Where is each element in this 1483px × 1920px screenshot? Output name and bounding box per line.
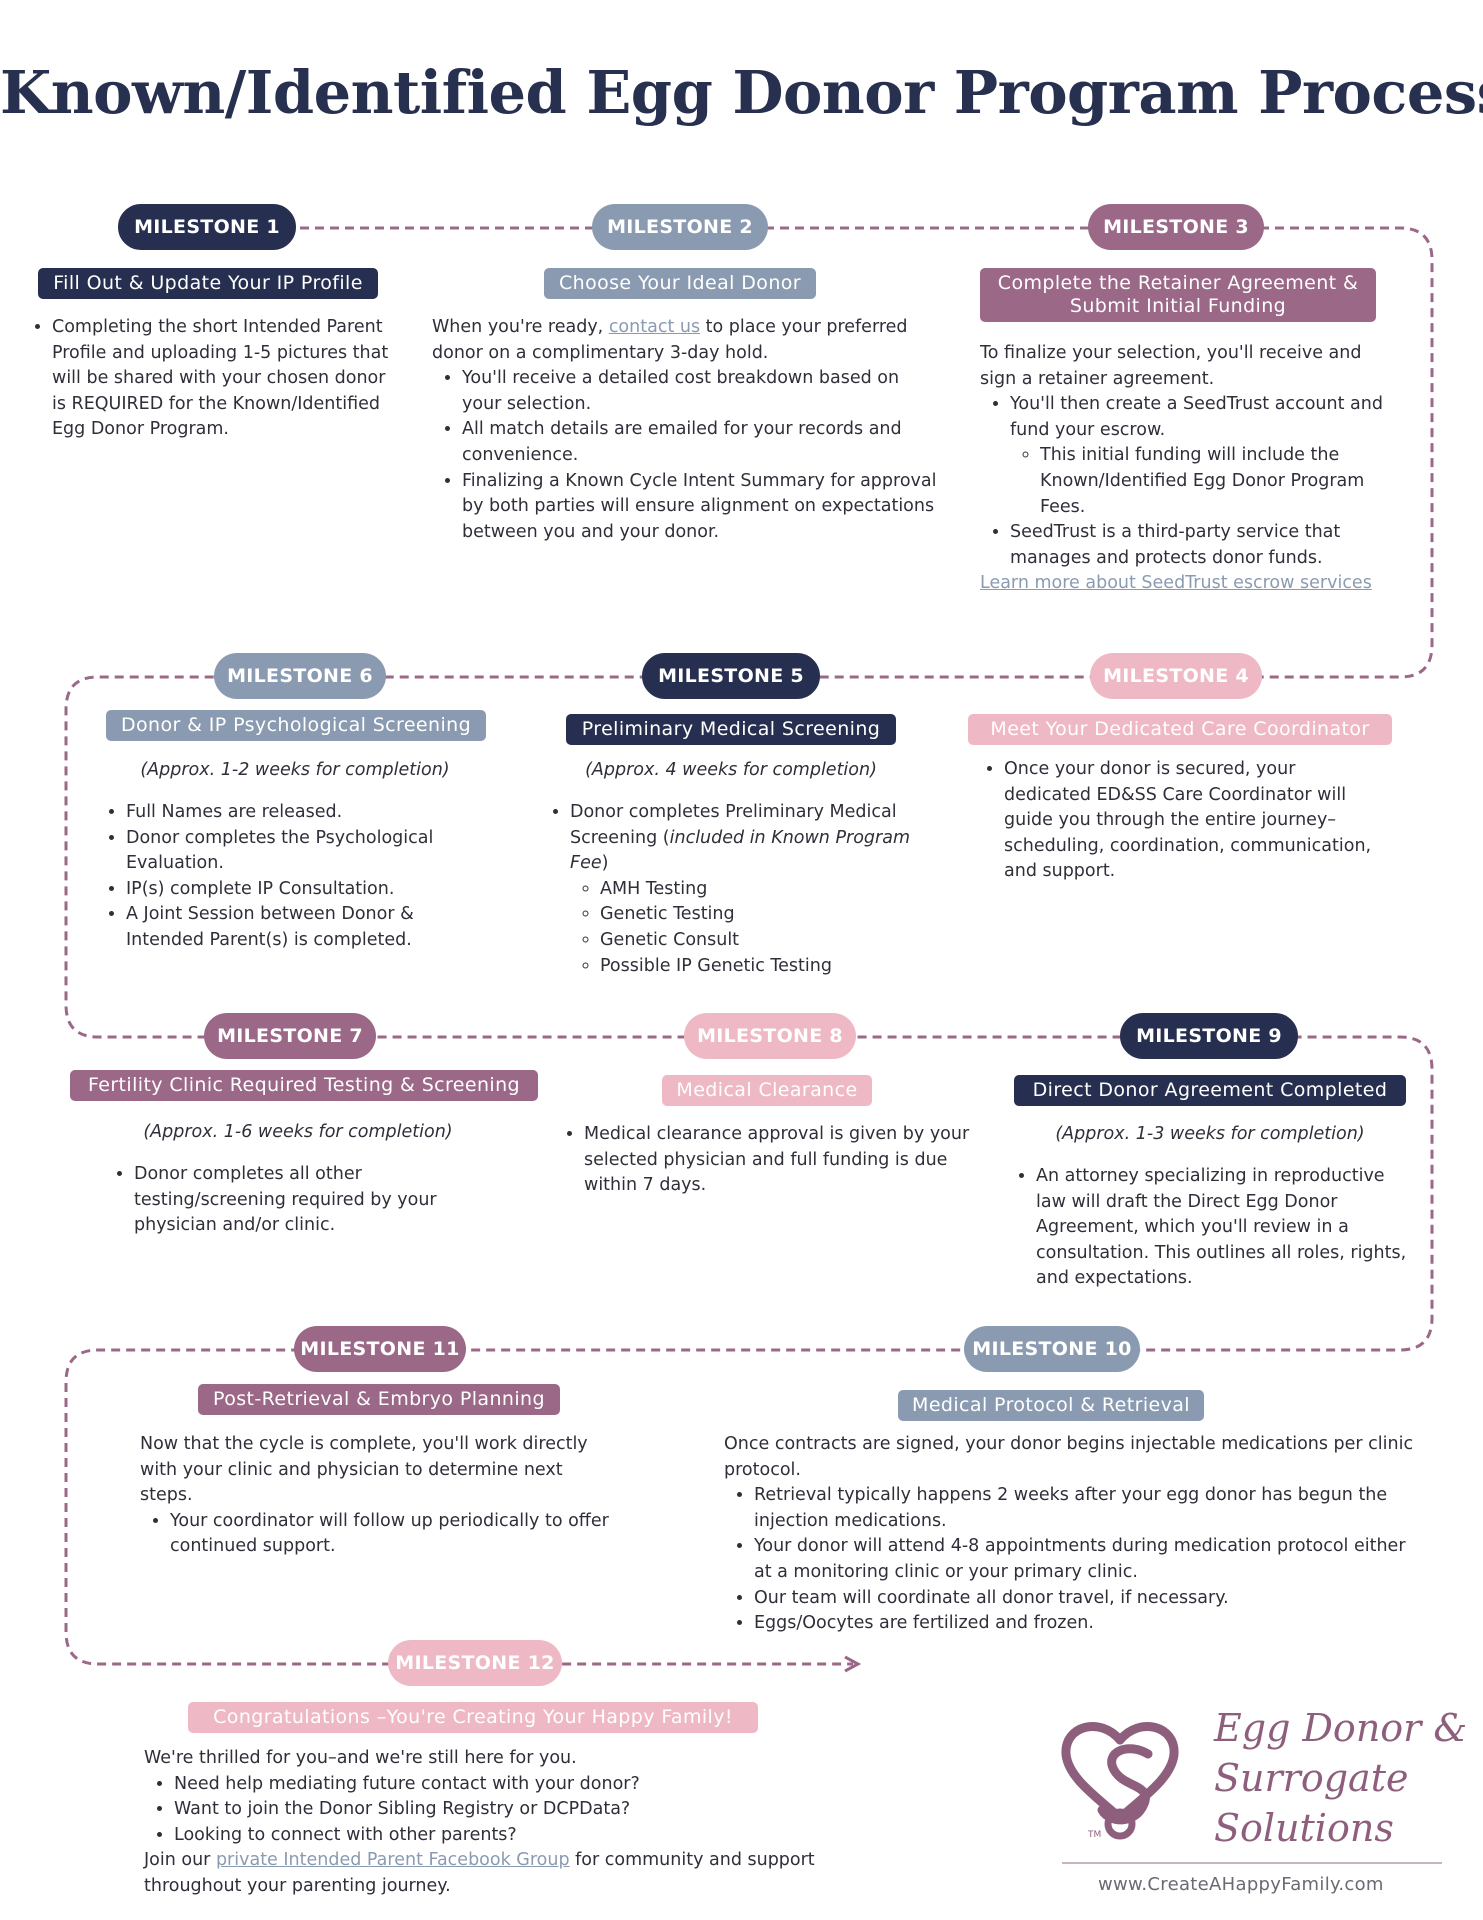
contact-us-link[interactable]: contact us (608, 317, 701, 337)
milestone-7-tag: Fertility Clinic Required Testing & Scre… (70, 1070, 538, 1101)
list-subitem: This initial funding will include the Kn… (1040, 443, 1400, 520)
milestone-6-time: (Approx. 1-2 weeks for completion) (140, 760, 450, 780)
list-subitem: Genetic Consult (600, 928, 940, 954)
list-item: You'll receive a detailed cost breakdown… (462, 366, 942, 417)
milestone-1-body: Completing the short Intended Parent Pro… (22, 315, 392, 443)
milestone-2-intro: When you're ready, contact us to place y… (432, 317, 908, 363)
milestone-5-pill: MILESTONE 5 (642, 653, 820, 699)
milestone-8-pill: MILESTONE 8 (684, 1013, 856, 1059)
milestone-7-time: (Approx. 1-6 weeks for completion) (143, 1122, 453, 1142)
milestone-3-pill: MILESTONE 3 (1088, 204, 1264, 250)
logo-line-2: Surrogate (1214, 1756, 1409, 1800)
connector-arrowhead (844, 1655, 862, 1673)
list-item: IP(s) complete IP Consultation. (126, 877, 486, 903)
milestone-12-intro: We're thrilled for you–and we're still h… (144, 1748, 577, 1768)
milestone-2-tag: Choose Your Ideal Donor (544, 268, 816, 299)
milestone-11-intro: Now that the cycle is complete, you'll w… (140, 1434, 588, 1506)
list-item: Looking to connect with other parents? (174, 1823, 824, 1849)
list-subitem: Possible IP Genetic Testing (600, 954, 940, 980)
list-item: Donor completes the Psychological Evalua… (126, 826, 486, 877)
list-item: Want to join the Donor Sibling Registry … (174, 1797, 824, 1823)
milestone-5-time: (Approx. 4 weeks for completion) (585, 760, 877, 780)
milestone-2-body: When you're ready, contact us to place y… (432, 315, 942, 545)
milestone-9-pill: MILESTONE 9 (1120, 1013, 1298, 1059)
milestone-10-body: Once contracts are signed, your donor be… (724, 1432, 1414, 1637)
milestone-7-pill: MILESTONE 7 (204, 1013, 376, 1059)
list-item: A Joint Session between Donor & Intended… (126, 902, 486, 953)
milestone-9-tag: Direct Donor Agreement Completed (1014, 1075, 1406, 1106)
list-item: An attorney specializing in reproductive… (1036, 1164, 1416, 1292)
list-item: Donor completes all other testing/screen… (134, 1162, 494, 1239)
milestone-9-time: (Approx. 1-3 weeks for completion) (1055, 1124, 1365, 1144)
website-url[interactable]: www.CreateAHappyFamily.com (1098, 1874, 1384, 1895)
logo-line-1: Egg Donor & (1214, 1706, 1468, 1750)
list-item: Your donor will attend 4-8 appointments … (754, 1534, 1414, 1585)
list-item: All match details are emailed for your r… (462, 417, 942, 468)
list-item: You'll then create a SeedTrust account a… (1010, 392, 1400, 520)
logo-divider (1062, 1862, 1442, 1864)
list-item: Our team will coordinate all donor trave… (754, 1586, 1414, 1612)
milestone-8-tag: Medical Clearance (662, 1075, 872, 1106)
list-subitem: Genetic Testing (600, 902, 940, 928)
milestone-7-body: Donor completes all other testing/screen… (104, 1162, 494, 1239)
list-item: Need help mediating future contact with … (174, 1772, 824, 1798)
milestone-1-pill: MILESTONE 1 (118, 204, 296, 250)
milestone-5-tag: Preliminary Medical Screening (566, 714, 896, 745)
milestone-4-tag: Meet Your Dedicated Care Coordinator (968, 714, 1392, 745)
milestone-3-intro: To finalize your selection, you'll recei… (980, 343, 1362, 389)
facebook-group-link[interactable]: private Intended Parent Facebook Group (215, 1850, 570, 1871)
milestone-4-pill: MILESTONE 4 (1090, 653, 1262, 699)
milestone-6-tag: Donor & IP Psychological Screening (106, 710, 486, 741)
list-item: SeedTrust is a third-party service that … (1010, 520, 1400, 571)
milestone-8-body: Medical clearance approval is given by y… (554, 1122, 974, 1199)
milestone-11-body: Now that the cycle is complete, you'll w… (140, 1432, 620, 1560)
trademark-mark: TM (1087, 1830, 1101, 1840)
milestone-10-pill: MILESTONE 10 (964, 1326, 1140, 1372)
milestone-12-outro: Join our private Intended Parent Faceboo… (144, 1850, 815, 1896)
milestone-3-tag: Complete the Retainer Agreement & Submit… (980, 268, 1376, 322)
milestone-2-pill: MILESTONE 2 (592, 204, 768, 250)
connector-m1-m3 (64, 226, 1434, 1666)
logo-line-3: Solutions (1214, 1806, 1394, 1850)
list-item: Eggs/Oocytes are fertilized and frozen. (754, 1611, 1414, 1637)
page-title: Known/Identified Egg Donor Program Proce… (0, 58, 1483, 127)
milestone-11-pill: MILESTONE 11 (294, 1326, 466, 1372)
milestone-6-pill: MILESTONE 6 (214, 653, 386, 699)
milestone-10-intro: Once contracts are signed, your donor be… (724, 1434, 1414, 1480)
list-item: Retrieval typically happens 2 weeks afte… (754, 1483, 1414, 1534)
milestone-5-body: Donor completes Preliminary Medical Scre… (540, 800, 940, 979)
milestone-12-tag: Congratulations –You're Creating Your Ha… (188, 1702, 758, 1733)
milestone-4-body: Once your donor is secured, your dedicat… (974, 757, 1384, 885)
list-subitem: AMH Testing (600, 877, 940, 903)
list-item: Once your donor is secured, your dedicat… (1004, 757, 1384, 885)
milestone-9-body: An attorney specializing in reproductive… (1006, 1164, 1416, 1292)
list-item: Completing the short Intended Parent Pro… (52, 315, 392, 443)
milestone-1-tag: Fill Out & Update Your IP Profile (38, 268, 378, 299)
list-item: Finalizing a Known Cycle Intent Summary … (462, 469, 942, 546)
milestone-10-tag: Medical Protocol & Retrieval (898, 1390, 1204, 1421)
list-item: Donor completes Preliminary Medical Scre… (570, 800, 940, 979)
milestone-3-body: To finalize your selection, you'll recei… (980, 341, 1400, 597)
list-item: Your coordinator will follow up periodic… (170, 1509, 620, 1560)
list-item: Full Names are released. (126, 800, 486, 826)
milestone-11-tag: Post-Retrieval & Embryo Planning (198, 1384, 560, 1415)
milestone-6-body: Full Names are released. Donor completes… (96, 800, 486, 954)
milestone-12-body: We're thrilled for you–and we're still h… (144, 1746, 824, 1900)
seedtrust-learn-more-link[interactable]: Learn more about SeedTrust escrow servic… (980, 573, 1372, 594)
list-item: Medical clearance approval is given by y… (584, 1122, 974, 1199)
heart-logo-icon: TM (1061, 1722, 1179, 1840)
milestone-12-pill: MILESTONE 12 (388, 1640, 562, 1686)
